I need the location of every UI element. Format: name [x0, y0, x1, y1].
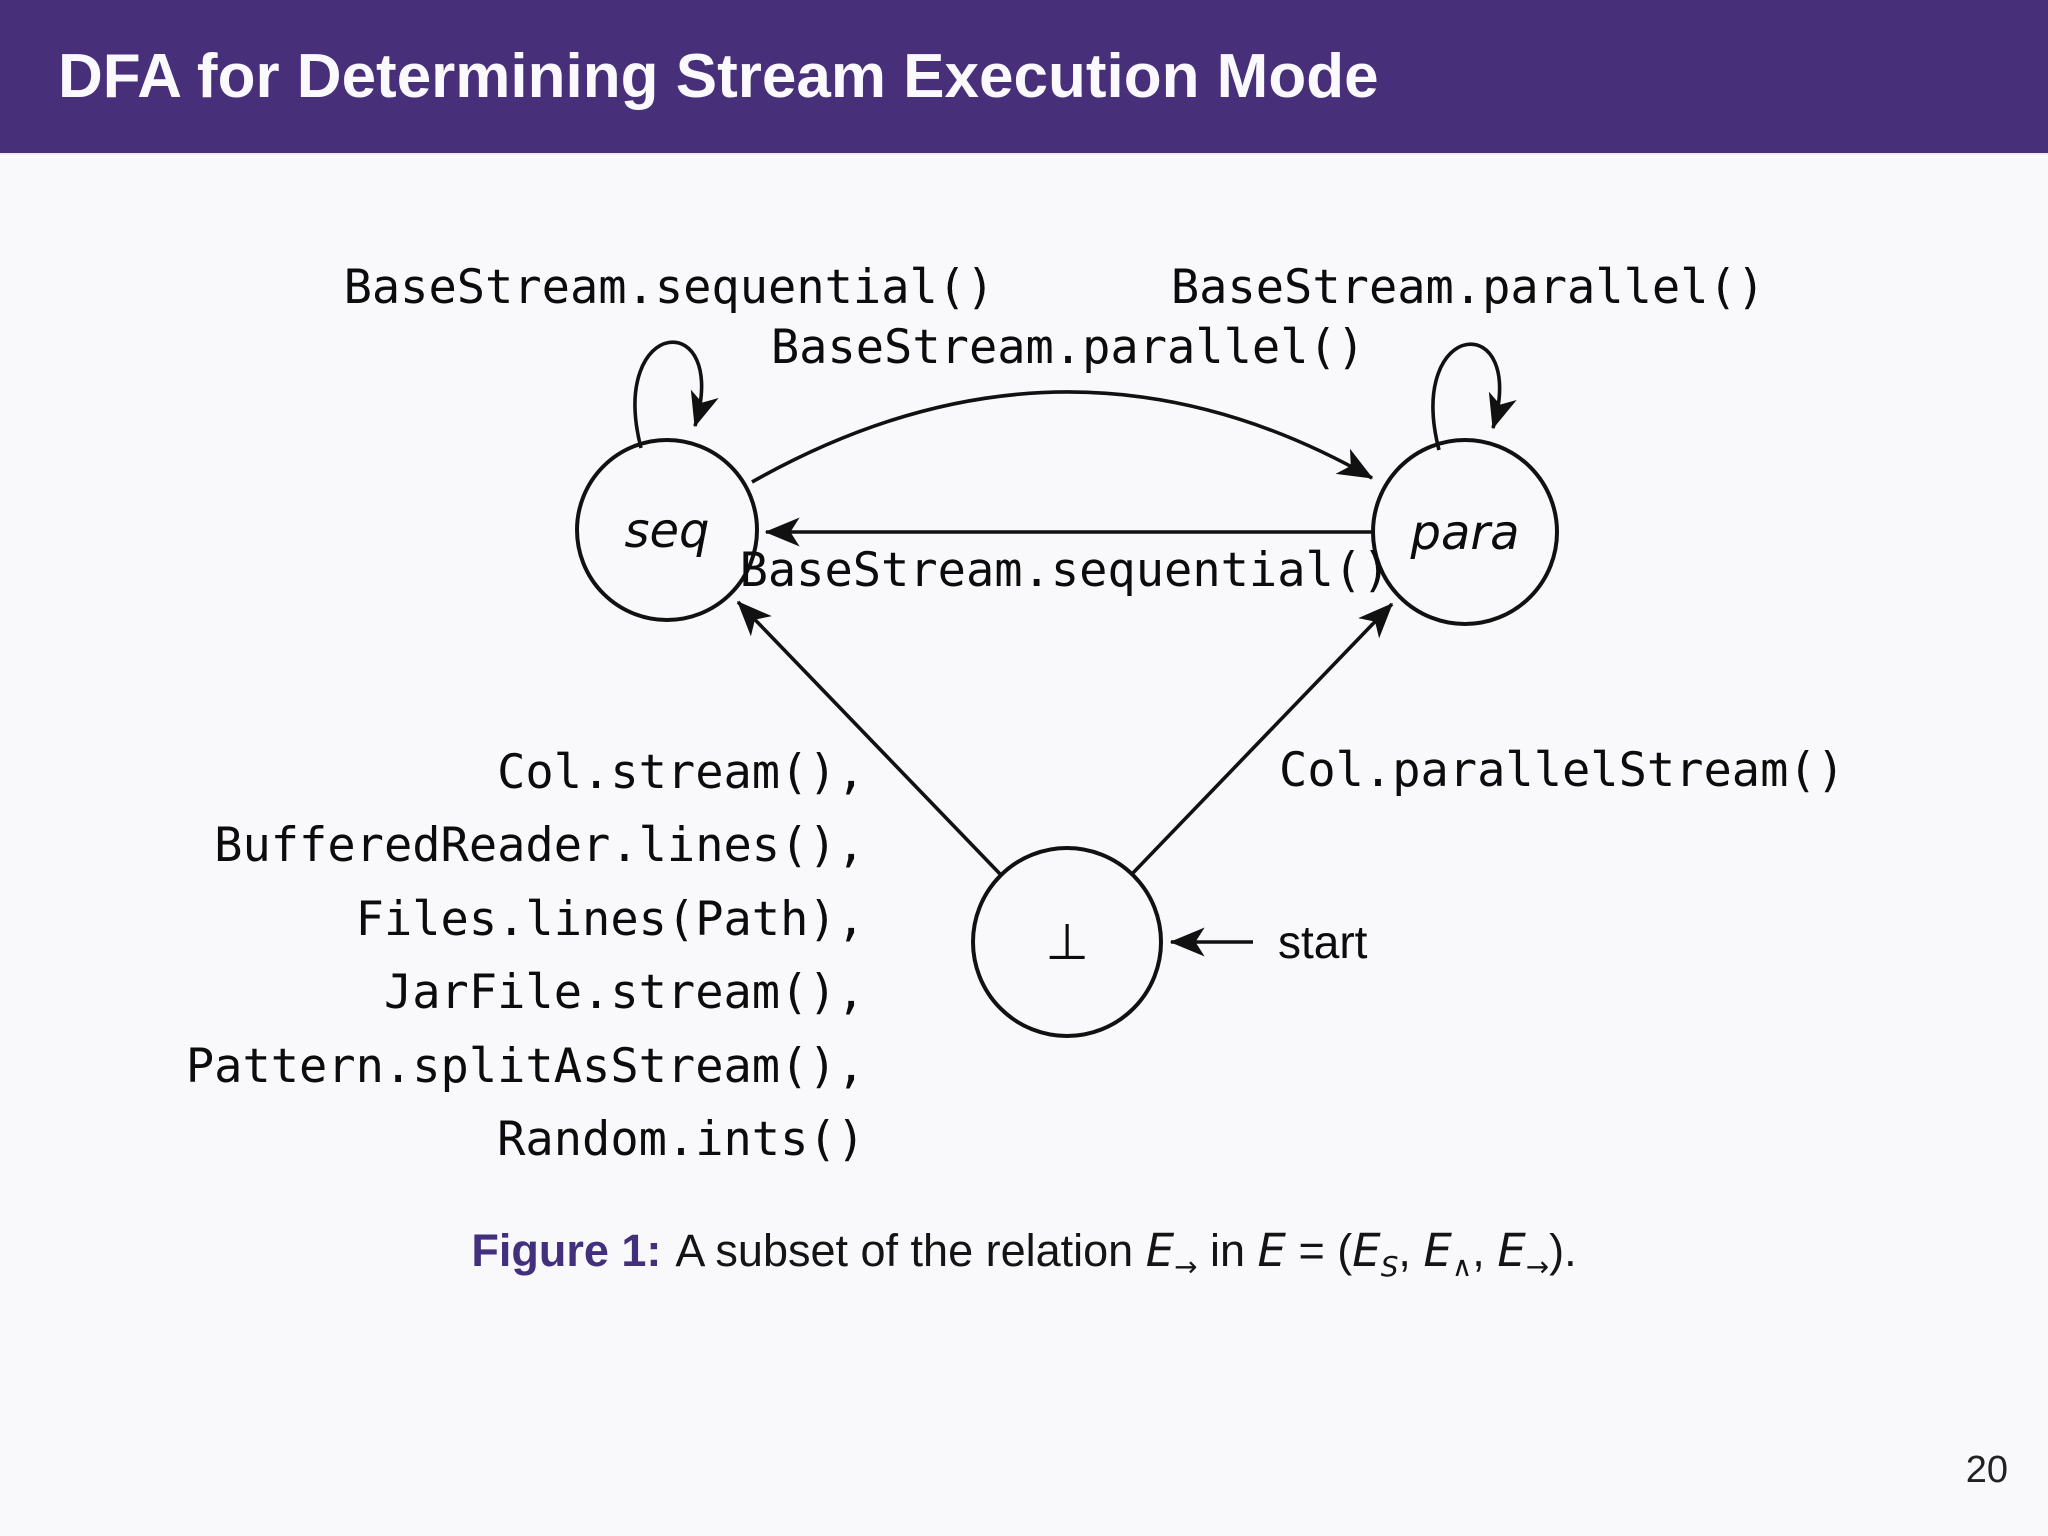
caption-math-e-s: E — [1352, 1224, 1381, 1277]
slide-title: DFA for Determining Stream Execution Mod… — [58, 42, 1379, 111]
edge-label-para-to-seq: BaseStream.sequential() — [740, 543, 1391, 598]
edge-seq-to-para-arc — [751, 390, 1374, 484]
caption-sub-wedge: ∧ — [1451, 1250, 1473, 1283]
edge-bottom-to-seq-line — [736, 600, 1003, 877]
state-bottom — [971, 846, 1163, 1038]
edge-label-bottom-to-seq-line1: Col.stream(), — [497, 745, 865, 800]
caption-text: A subset of the relation — [675, 1225, 1146, 1276]
caption-text: ). — [1549, 1225, 1577, 1276]
caption-text: in — [1197, 1225, 1258, 1276]
edge-label-bottom-to-seq-line4: JarFile.stream(), — [384, 965, 865, 1020]
state-bottom-label: ⊥ — [1045, 913, 1089, 971]
slide-header: DFA for Determining Stream Execution Mod… — [0, 0, 2048, 155]
edge-label-seq-to-para: BaseStream.parallel() — [771, 320, 1365, 375]
caption-sub-s: S — [1380, 1250, 1399, 1283]
page-number: 20 — [1965, 1449, 2008, 1491]
edge-label-bottom-to-seq-line6: Random.ints() — [497, 1112, 865, 1167]
state-para — [1371, 438, 1559, 626]
caption-math-e-arrow2: E — [1497, 1224, 1526, 1277]
state-seq — [575, 438, 759, 622]
caption-math-e-wedge: E — [1423, 1224, 1452, 1277]
edge-label-bottom-to-seq-line2: BufferedReader.lines(), — [214, 818, 865, 873]
figure-caption: Figure 1:A subset of the relation E→ in … — [0, 1224, 2048, 1283]
caption-math-e: E — [1257, 1224, 1286, 1277]
edge-label-bottom-to-seq-line5: Pattern.splitAsStream(), — [186, 1039, 865, 1094]
edge-para-self-loop — [1431, 342, 1517, 451]
caption-math-e-arrow: E — [1145, 1224, 1175, 1277]
state-seq-label: seq — [624, 503, 709, 559]
edge-label-seq-self: BaseStream.sequential() — [344, 260, 995, 315]
caption-text: , — [1472, 1225, 1498, 1276]
caption-sub-arrow2: → — [1525, 1250, 1550, 1283]
caption-text: = ( — [1285, 1225, 1353, 1276]
caption-sub-arrow: → — [1174, 1250, 1198, 1283]
edge-seq-self-loop — [633, 340, 719, 449]
figure-caption-label: Figure 1: — [471, 1225, 662, 1276]
edge-label-bottom-to-seq-line3: Files.lines(Path), — [356, 892, 865, 947]
start-label: start — [1278, 916, 1368, 968]
caption-text: , — [1398, 1225, 1424, 1276]
edge-label-para-self: BaseStream.parallel() — [1171, 260, 1765, 315]
state-para-label: para — [1409, 505, 1519, 561]
edge-bottom-to-para-line — [1130, 602, 1394, 876]
edge-label-bottom-to-para: Col.parallelStream() — [1279, 743, 1845, 798]
